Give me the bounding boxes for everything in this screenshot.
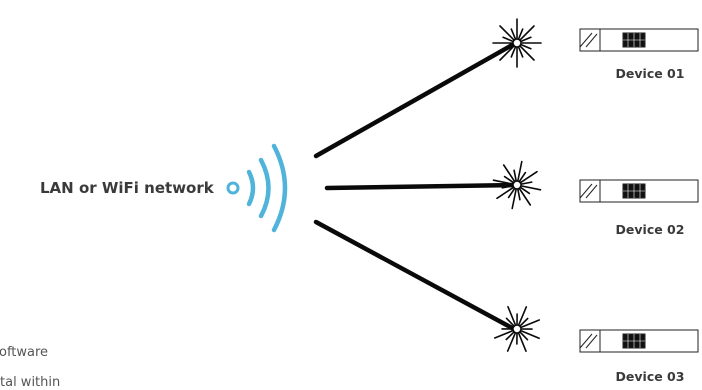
starburst-icon <box>493 19 541 67</box>
wifi-signal-icon <box>228 146 285 230</box>
connector-device-icon <box>580 29 698 51</box>
wifi-wave-middle <box>261 160 269 216</box>
device-02-label: Device 02 <box>605 222 695 237</box>
connector-device-icon <box>580 330 698 352</box>
connection-lines <box>316 44 514 329</box>
connection-line-device-02 <box>327 185 514 188</box>
cut-off-text-line-1: oftware <box>0 345 48 360</box>
wifi-source-dot <box>228 183 238 193</box>
connection-line-device-03 <box>316 222 514 329</box>
network-label: LAN or WiFi network <box>40 179 214 197</box>
wifi-wave-outer <box>274 146 285 230</box>
device-03-label: Device 03 <box>605 369 695 384</box>
device-03 <box>580 330 698 352</box>
wifi-wave-inner <box>249 172 253 204</box>
connection-line-device-01 <box>316 44 514 156</box>
connector-device-icon <box>580 180 698 202</box>
starburst-icon <box>495 307 539 351</box>
device-02 <box>580 180 698 202</box>
device-01 <box>580 29 698 51</box>
device-01-label: Device 01 <box>605 66 695 81</box>
